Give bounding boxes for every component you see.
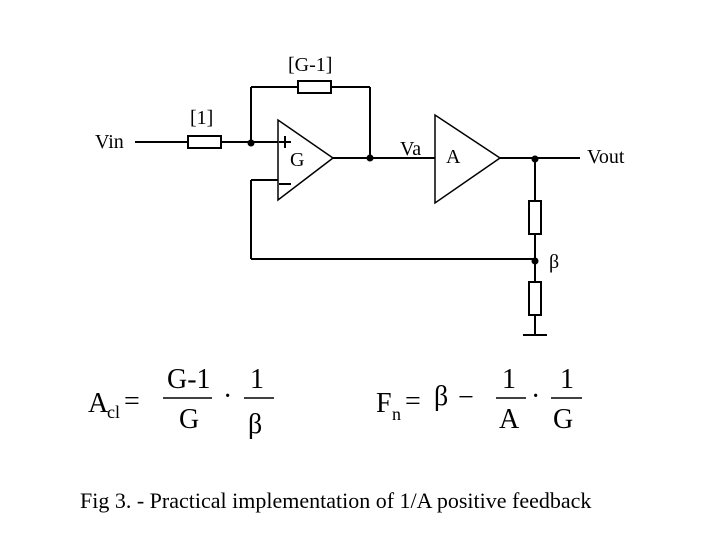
fn-den1: A [499, 404, 520, 435]
fn-den2: G [553, 404, 573, 435]
va-label: Va [400, 138, 421, 160]
fn-minus: − [458, 382, 474, 413]
node-va [366, 154, 374, 162]
divider-resistor-top [528, 200, 542, 235]
amp-a-label: A [446, 146, 461, 168]
vin-label: Vin [95, 131, 124, 153]
feedback-resistor [297, 80, 332, 94]
fn-num1: 1 [502, 364, 516, 395]
amplifier-a [434, 113, 502, 205]
acl-equals: = [124, 386, 140, 417]
divider-resistor-bottom [528, 281, 542, 316]
fn-lhs-sub: n [392, 404, 401, 424]
acl-lhs-sub: cl [107, 402, 120, 422]
acl-dot: · [223, 381, 232, 412]
acl-lhs: A [88, 388, 109, 419]
fn-dot: · [531, 381, 540, 412]
fn-beta: β [434, 381, 448, 412]
acl-num1: G-1 [167, 364, 211, 395]
opamp-g [277, 118, 335, 202]
fn-lhs: F [376, 388, 392, 419]
acl-den2: β [248, 409, 262, 440]
vout-label: Vout [587, 146, 625, 168]
acl-den1: G [179, 404, 199, 435]
beta-node-label: β [549, 251, 559, 273]
fn-num2: 1 [560, 364, 574, 395]
input-resistor [187, 135, 222, 149]
opamp-g-label: G [290, 149, 304, 171]
figure-caption: Fig 3. - Practical implementation of 1/A… [80, 488, 591, 513]
fn-equals: = [405, 386, 421, 417]
r1-label: [1] [190, 107, 213, 129]
acl-num2: 1 [250, 364, 264, 395]
feedback-resistor-label: [G-1] [288, 54, 332, 76]
